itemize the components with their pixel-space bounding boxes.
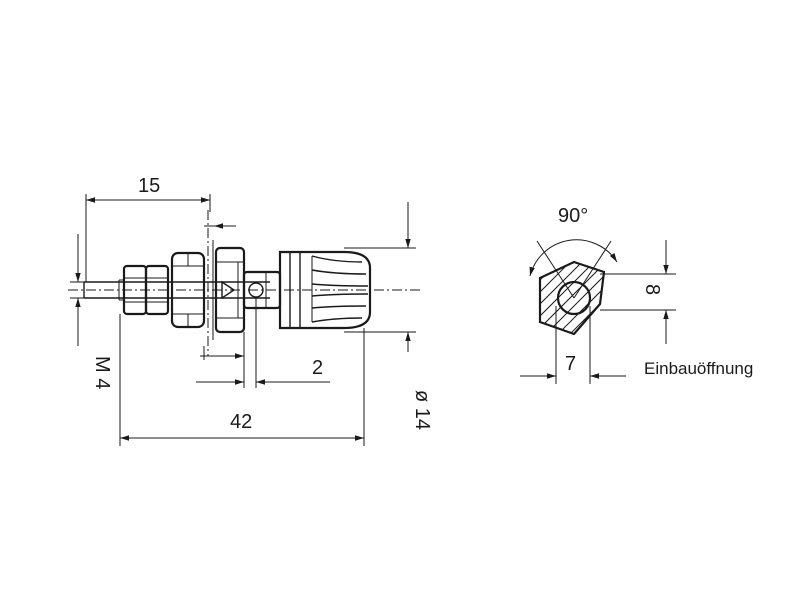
mounting-hole-view: 90° 8 7 Einbauöffnung (520, 205, 753, 384)
dimension-7: 7 (520, 306, 626, 384)
dimension-15: 15 (85, 175, 211, 282)
dim-label-7: 7 (565, 353, 576, 375)
dim-label-42: 42 (230, 411, 252, 433)
dimension-2: 2 (196, 297, 330, 388)
binding-post-side-view: 15 2 42 M 4 (68, 175, 433, 446)
dim-label-dia14: ø 14 (411, 390, 433, 430)
mounting-hole-caption: Einbauöffnung (644, 359, 753, 378)
shoulder-nut (170, 251, 206, 329)
dim-label-90deg: 90° (558, 205, 588, 227)
knurled-cap (278, 250, 372, 330)
dimension-m4: M 4 (70, 234, 113, 389)
threaded-stud (83, 281, 270, 299)
dim-label-15: 15 (138, 175, 160, 197)
dimension-90deg: 90° (529, 205, 618, 299)
dimension-8: 8 (600, 240, 676, 344)
dim-label-8: 8 (641, 284, 663, 295)
dim-label-2: 2 (312, 357, 323, 379)
dim-label-m4: M 4 (91, 356, 113, 389)
dimension-42: 42 (119, 314, 365, 446)
hole-hatching (540, 262, 604, 334)
dimension-dia14: ø 14 (344, 202, 433, 430)
hex-nuts (118, 264, 170, 316)
center-bore (556, 280, 592, 316)
